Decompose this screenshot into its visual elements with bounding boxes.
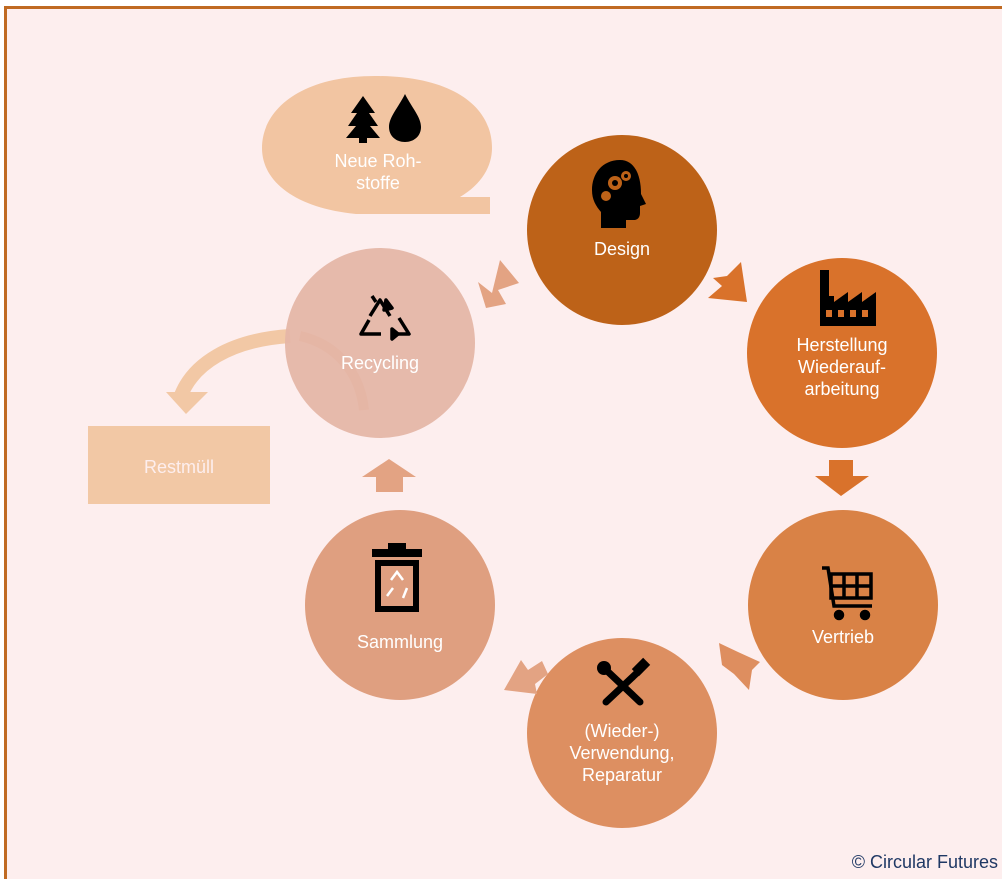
arrow-design-herstellung	[708, 262, 747, 302]
arrow-vertrieb-verwendung	[719, 643, 760, 690]
factory-icon	[820, 270, 876, 326]
herstellung-label: Herstellung Wiederauf- arbeitung	[796, 335, 888, 399]
copyright-text: © Circular Futures	[851, 852, 998, 872]
restmuell-label: Restmüll	[143, 457, 215, 477]
restmuell-arrow	[173, 329, 291, 401]
shopping-cart-icon	[822, 566, 873, 621]
rohstoffe-bubble	[262, 76, 492, 214]
sammlung-label: Sammlung	[356, 632, 444, 652]
herstellung-circle	[747, 258, 937, 448]
arrow-sammlung-recycling	[362, 459, 416, 492]
rohstoffe-label: Neue Roh- stoffe	[334, 151, 422, 193]
tree-icon	[346, 96, 380, 143]
restmuell-box	[88, 426, 270, 504]
recycling-circle	[285, 248, 475, 438]
restmuell-arrowhead	[166, 392, 208, 414]
verwendung-label: (Wieder-) Verwendung, Reparatur	[569, 721, 675, 785]
design-label: Design	[593, 239, 651, 259]
arrow-herstellung-vertrieb	[815, 460, 869, 496]
arrow-verwendung-sammlung	[504, 660, 548, 694]
vertrieb-label: Vertrieb	[811, 627, 875, 647]
tools-icon	[597, 657, 651, 706]
arrow-recycling-design	[478, 260, 519, 308]
design-circle	[527, 135, 717, 325]
recycle-bin-icon	[372, 543, 422, 612]
recycle-icon	[359, 295, 411, 341]
recycling-label: Recycling	[340, 353, 420, 373]
water-drop-icon	[389, 94, 421, 142]
head-gears-icon	[592, 160, 646, 228]
verwendung-circle	[527, 638, 717, 828]
